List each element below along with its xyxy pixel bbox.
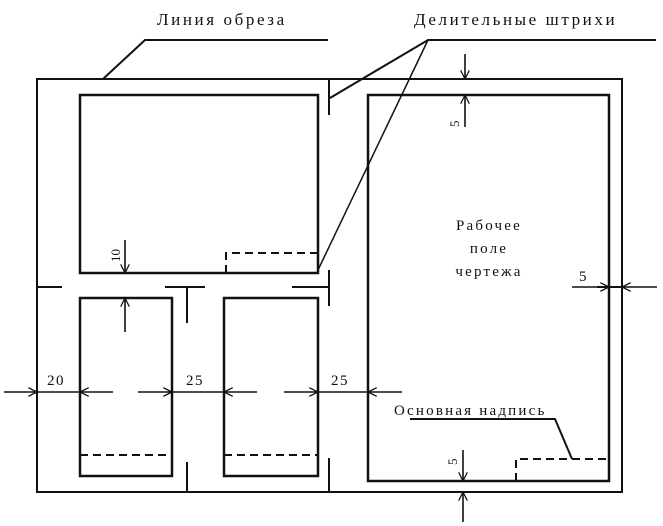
sheet-frame-top-left <box>78 93 320 275</box>
working-field-label-line2: поле <box>470 241 508 257</box>
title-block-label: Основная надпись <box>394 403 547 419</box>
dim-10-label: 10 <box>108 249 123 262</box>
title-block-leader <box>410 418 573 460</box>
working-field-label-line3: чертежа <box>455 264 522 280</box>
dim-5-bottom-label: 5 <box>445 459 460 466</box>
dim-20-label: 20 <box>47 373 65 389</box>
dividing-marks-label: Делительные штрихи <box>414 10 617 29</box>
sheet-frame-bottom-2 <box>222 296 320 478</box>
dim-5-right-label: 5 <box>579 269 588 285</box>
sheet-frame-bottom-1 <box>78 296 174 478</box>
dividing-marks <box>37 79 622 492</box>
dim-25-label-2: 25 <box>331 373 349 389</box>
dividing-marks-leader <box>329 39 656 99</box>
trim-line-leader <box>102 39 328 80</box>
working-field-label-line1: Рабочее <box>456 218 522 234</box>
trim-line-label: Линия обреза <box>157 10 287 29</box>
dim-5-top-label: 5 <box>447 121 462 128</box>
title-block-dashed-top-left <box>225 252 318 273</box>
title-block-dashed-right <box>515 458 609 481</box>
dividing-marks-leader-2 <box>317 39 429 271</box>
sheet-frame-right <box>366 93 611 483</box>
dim-25-label-1: 25 <box>186 373 204 389</box>
